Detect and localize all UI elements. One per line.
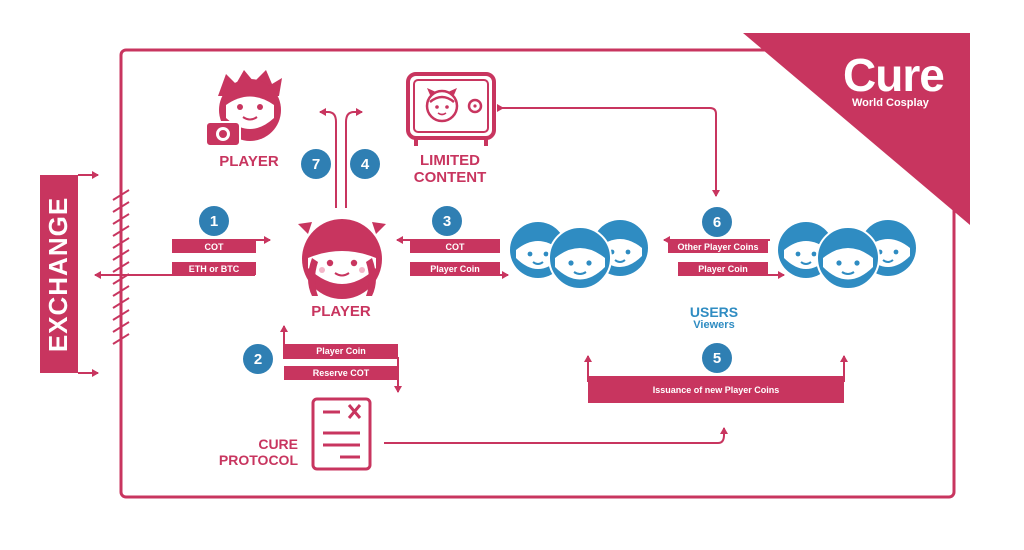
player-cosplayer-icon — [298, 219, 386, 299]
step-badge-6: 6 — [702, 207, 732, 237]
player-center-label: PLAYER — [311, 303, 371, 320]
tag-step3-player-coin: Player Coin — [410, 262, 500, 275]
step-badge-3: 3 — [432, 206, 462, 236]
users-label: USERS — [689, 304, 739, 320]
tag-step3-cot: COT — [410, 240, 500, 253]
step-badge-2: 2 — [243, 344, 273, 374]
system-frame — [119, 48, 956, 499]
brand-subtitle: World Cosplay — [852, 97, 929, 109]
step-badge-1: 1 — [199, 206, 229, 236]
tag-step2-player-coin: Player Coin — [284, 344, 398, 358]
step-badge-4: 4 — [350, 149, 380, 179]
viewers-label: Viewers — [693, 319, 735, 331]
exchange-label: EXCHANGE — [43, 196, 74, 352]
tag-step2-reserve-cot: Reserve COT — [284, 366, 398, 380]
tag-step5-issuance: Issuance of new Player Coins — [588, 376, 844, 403]
limited-content-label-line1: LIMITED — [420, 152, 480, 169]
limited-content-safe-icon — [406, 72, 496, 146]
brand-title: Cure — [843, 49, 945, 101]
exchange-gate — [112, 189, 130, 345]
limited-content-label-line2: CONTENT — [413, 169, 487, 186]
cure-protocol-label-line2: PROTOCOL — [218, 452, 298, 468]
player-top-label: PLAYER — [219, 153, 279, 170]
cure-protocol-label-line1: CURE — [258, 436, 298, 452]
exchange-bar: EXCHANGE — [40, 175, 78, 373]
tag-step6-other-coins: Other Player Coins — [668, 240, 768, 253]
tag-step1-cot: COT — [172, 240, 256, 253]
tag-step1-eth-btc: ETH or BTC — [172, 262, 256, 275]
step-badge-5: 5 — [702, 343, 732, 373]
viewers-group-icon — [778, 220, 916, 290]
player-photographer-icon — [205, 70, 282, 147]
contract-document-icon — [311, 397, 372, 471]
brand-corner — [743, 33, 970, 225]
users-group-icon — [510, 220, 648, 290]
tag-step6-player-coin: Player Coin — [678, 262, 768, 275]
step-badge-7: 7 — [301, 149, 331, 179]
